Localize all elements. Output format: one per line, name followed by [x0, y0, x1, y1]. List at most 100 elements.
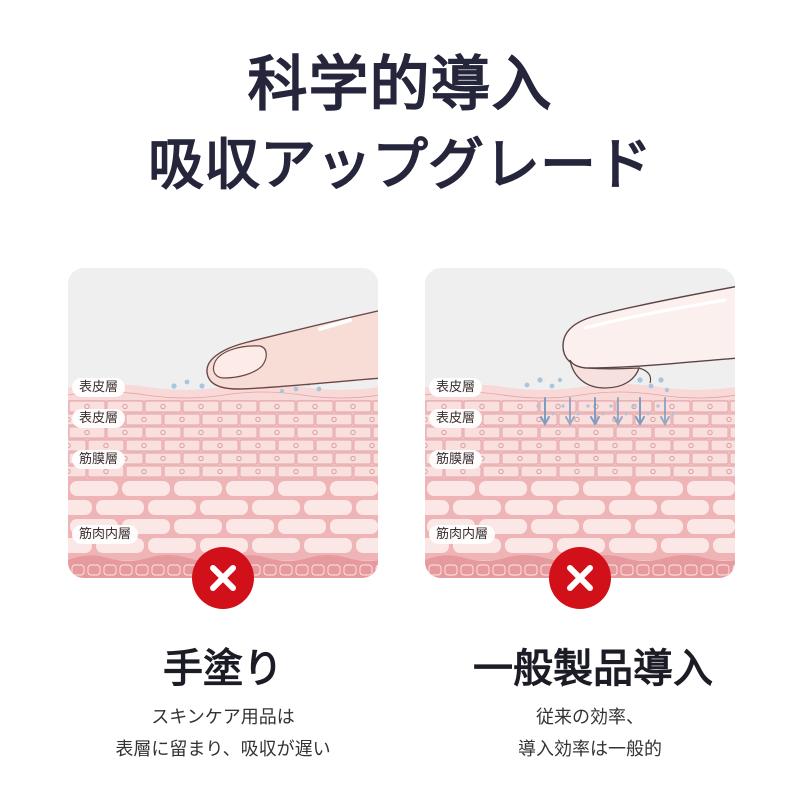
- layer-label-epidermis: 表皮層: [72, 378, 126, 397]
- cell-nucleus: [574, 468, 580, 475]
- cell-nucleus: [498, 442, 504, 449]
- cell-nucleus: [369, 442, 375, 449]
- cell-nucleus: [688, 416, 694, 423]
- serum-droplet: [586, 404, 590, 408]
- cell-nucleus: [236, 455, 242, 462]
- cell-nucleus: [198, 403, 204, 410]
- skin-cell: [315, 413, 353, 426]
- skin-cell: [691, 400, 729, 413]
- skin-cell: [201, 439, 239, 452]
- fascia-cell: [200, 500, 248, 515]
- fascia-cell: [70, 481, 118, 496]
- cell-nucleus: [274, 455, 280, 462]
- fascia-cell: [453, 500, 501, 515]
- cell-nucleus: [688, 468, 694, 475]
- skin-cell: [220, 426, 258, 439]
- skin-cell: [672, 413, 710, 426]
- skin-cell: [634, 439, 672, 452]
- penetration-arrows: [536, 397, 675, 427]
- penetration-arrow: [540, 397, 550, 427]
- muscle-cell: [359, 564, 373, 576]
- skin-cell: [277, 413, 315, 426]
- finger-highlight: [318, 318, 352, 331]
- fascia-cell: [687, 519, 735, 534]
- cell-nucleus: [236, 429, 242, 436]
- cross-mark: [210, 565, 236, 591]
- skin-cell: [482, 413, 520, 426]
- cell-nucleus: [141, 442, 147, 449]
- cell-nucleus: [612, 442, 618, 449]
- description-line: 表層に留まり、吸収が遅い: [115, 739, 331, 760]
- method-caption-hand: 手塗り: [163, 646, 283, 692]
- penetration-arrow: [565, 397, 575, 427]
- serum-droplet: [551, 412, 555, 416]
- skin-cell: [296, 426, 334, 439]
- skin-cell: [501, 400, 539, 413]
- skin-cell: [729, 400, 735, 413]
- skin-cell: [277, 439, 315, 452]
- skin-cell: [220, 400, 258, 413]
- muscle-cell: [476, 564, 490, 576]
- cell-nucleus: [425, 416, 428, 423]
- fascia-cell: [122, 481, 170, 496]
- fascia-cell: [96, 500, 144, 515]
- skin-cell: [596, 465, 634, 478]
- skin-cell: [539, 426, 577, 439]
- skin-cell: [277, 465, 315, 478]
- penetration-arrow: [613, 397, 623, 427]
- fascia-cell: [425, 500, 449, 515]
- layer-label-epidermis: 表皮層: [429, 378, 483, 397]
- muscle-cell: [151, 564, 165, 576]
- serum-droplet: [601, 412, 605, 416]
- cell-nucleus: [517, 403, 523, 410]
- cell-nucleus: [293, 468, 299, 475]
- skin-cell: [501, 452, 539, 465]
- skin-surface: [68, 384, 378, 400]
- muscle-cell: [668, 564, 682, 576]
- cell-nucleus: [460, 442, 466, 449]
- skin-cell: [334, 426, 372, 439]
- cell-nucleus: [122, 403, 128, 410]
- cell-nucleus: [517, 455, 523, 462]
- skin-cell: [125, 465, 163, 478]
- cell-nucleus: [274, 403, 280, 410]
- skin-cell: [710, 413, 735, 426]
- skin-cell: [539, 452, 577, 465]
- fascia-cell: [713, 500, 735, 515]
- skin-cell: [334, 400, 372, 413]
- serum-droplet: [561, 404, 565, 408]
- skin-cell: [539, 400, 577, 413]
- muscle-cell: [311, 564, 325, 576]
- serum-droplet: [537, 377, 543, 383]
- muscle-cell: [428, 564, 442, 576]
- skin-cell: [558, 413, 596, 426]
- cell-nucleus: [593, 429, 599, 436]
- fascia-cell: [609, 500, 657, 515]
- headline-line-2: 吸収アップグレード: [148, 133, 652, 198]
- cell-nucleus: [650, 416, 656, 423]
- cell-nucleus: [425, 468, 428, 475]
- skin-cell: [182, 452, 220, 465]
- serum-droplet: [624, 412, 628, 416]
- fascia-cell: [356, 538, 378, 553]
- cell-nucleus: [369, 468, 375, 475]
- cell-nucleus: [555, 429, 561, 436]
- cell-nucleus: [441, 429, 447, 436]
- skin-cell: [144, 400, 182, 413]
- skin-cell: [334, 452, 372, 465]
- fascia-cell: [226, 519, 274, 534]
- cell-nucleus: [331, 416, 337, 423]
- fascia-cell: [174, 481, 222, 496]
- cell-nucleus: [726, 468, 732, 475]
- muscle-cell: [167, 564, 181, 576]
- fascia-cell: [661, 500, 709, 515]
- muscle-cell: [375, 564, 378, 576]
- layer-label-epidermis-lower: 表皮層: [72, 409, 126, 428]
- skin-cell: [258, 400, 296, 413]
- skin-cell: [710, 439, 735, 452]
- skin-cell: [501, 426, 539, 439]
- cell-nucleus: [331, 468, 337, 475]
- skin-cell: [68, 439, 87, 452]
- skin-cell: [163, 465, 201, 478]
- fascia-cell: [427, 481, 475, 496]
